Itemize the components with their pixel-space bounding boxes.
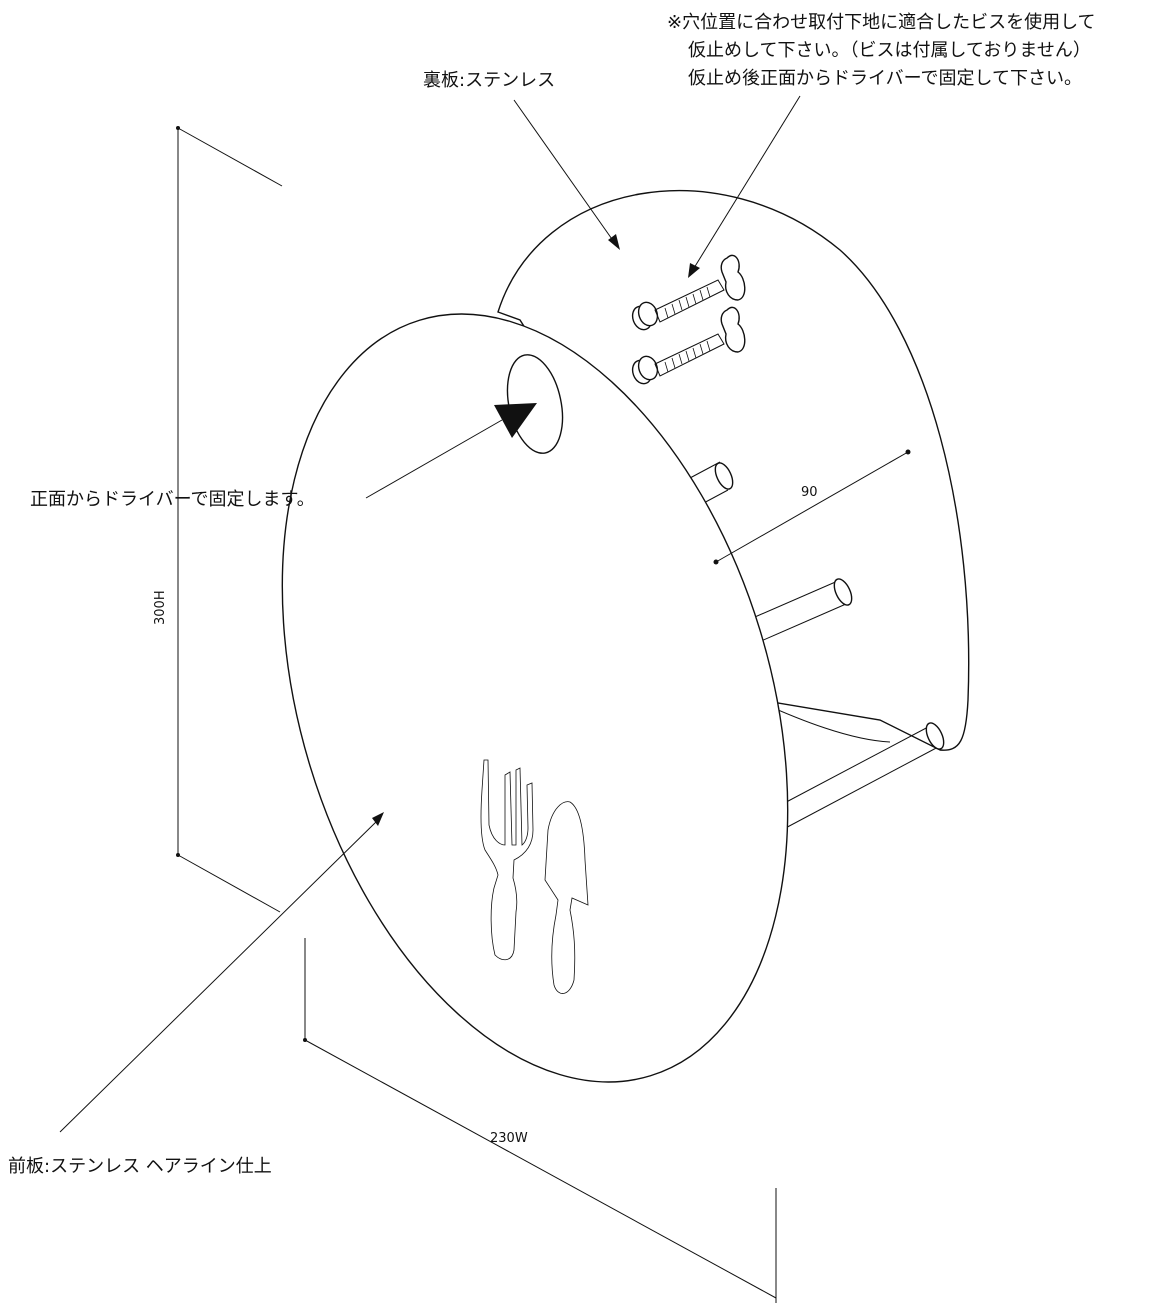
width-dimension bbox=[303, 938, 777, 1303]
leader-back-plate bbox=[513, 99, 620, 250]
height-dimension bbox=[176, 126, 283, 913]
screw-lower bbox=[631, 306, 746, 385]
screw-upper bbox=[631, 254, 746, 331]
depth-dimension bbox=[713, 449, 911, 565]
trowel-icon bbox=[544, 801, 589, 994]
back-plate-label: 裏板:ステンレス bbox=[423, 70, 555, 91]
spacer-rod-upper bbox=[689, 461, 734, 506]
spacer-rod-lower bbox=[774, 722, 945, 833]
fork-icon bbox=[480, 759, 534, 961]
note-line-1: ※穴位置に合わせ取付下地に適合したビスを使用して bbox=[667, 12, 1096, 33]
leader-front-plate bbox=[59, 812, 384, 1133]
leader-front-fix bbox=[365, 403, 537, 499]
leader-screw-note bbox=[688, 95, 801, 278]
spacer-rod-middle bbox=[747, 578, 853, 646]
front-plate-label: 前板:ステンレス ヘアライン仕上 bbox=[8, 1156, 272, 1177]
width-label: 230W bbox=[490, 1131, 528, 1146]
front-fix-label: 正面からドライバーで固定します。 bbox=[30, 489, 315, 510]
note-line-3: 仮止め後正面からドライバーで固定して下さい。 bbox=[688, 68, 1082, 89]
front-plate bbox=[281, 313, 789, 1083]
height-label: 300H bbox=[153, 590, 168, 625]
back-plate bbox=[497, 189, 970, 751]
depth-label: 90 bbox=[801, 485, 818, 500]
note-line-2: 仮止めして下さい。（ビスは付属しておりません） bbox=[688, 40, 1091, 61]
